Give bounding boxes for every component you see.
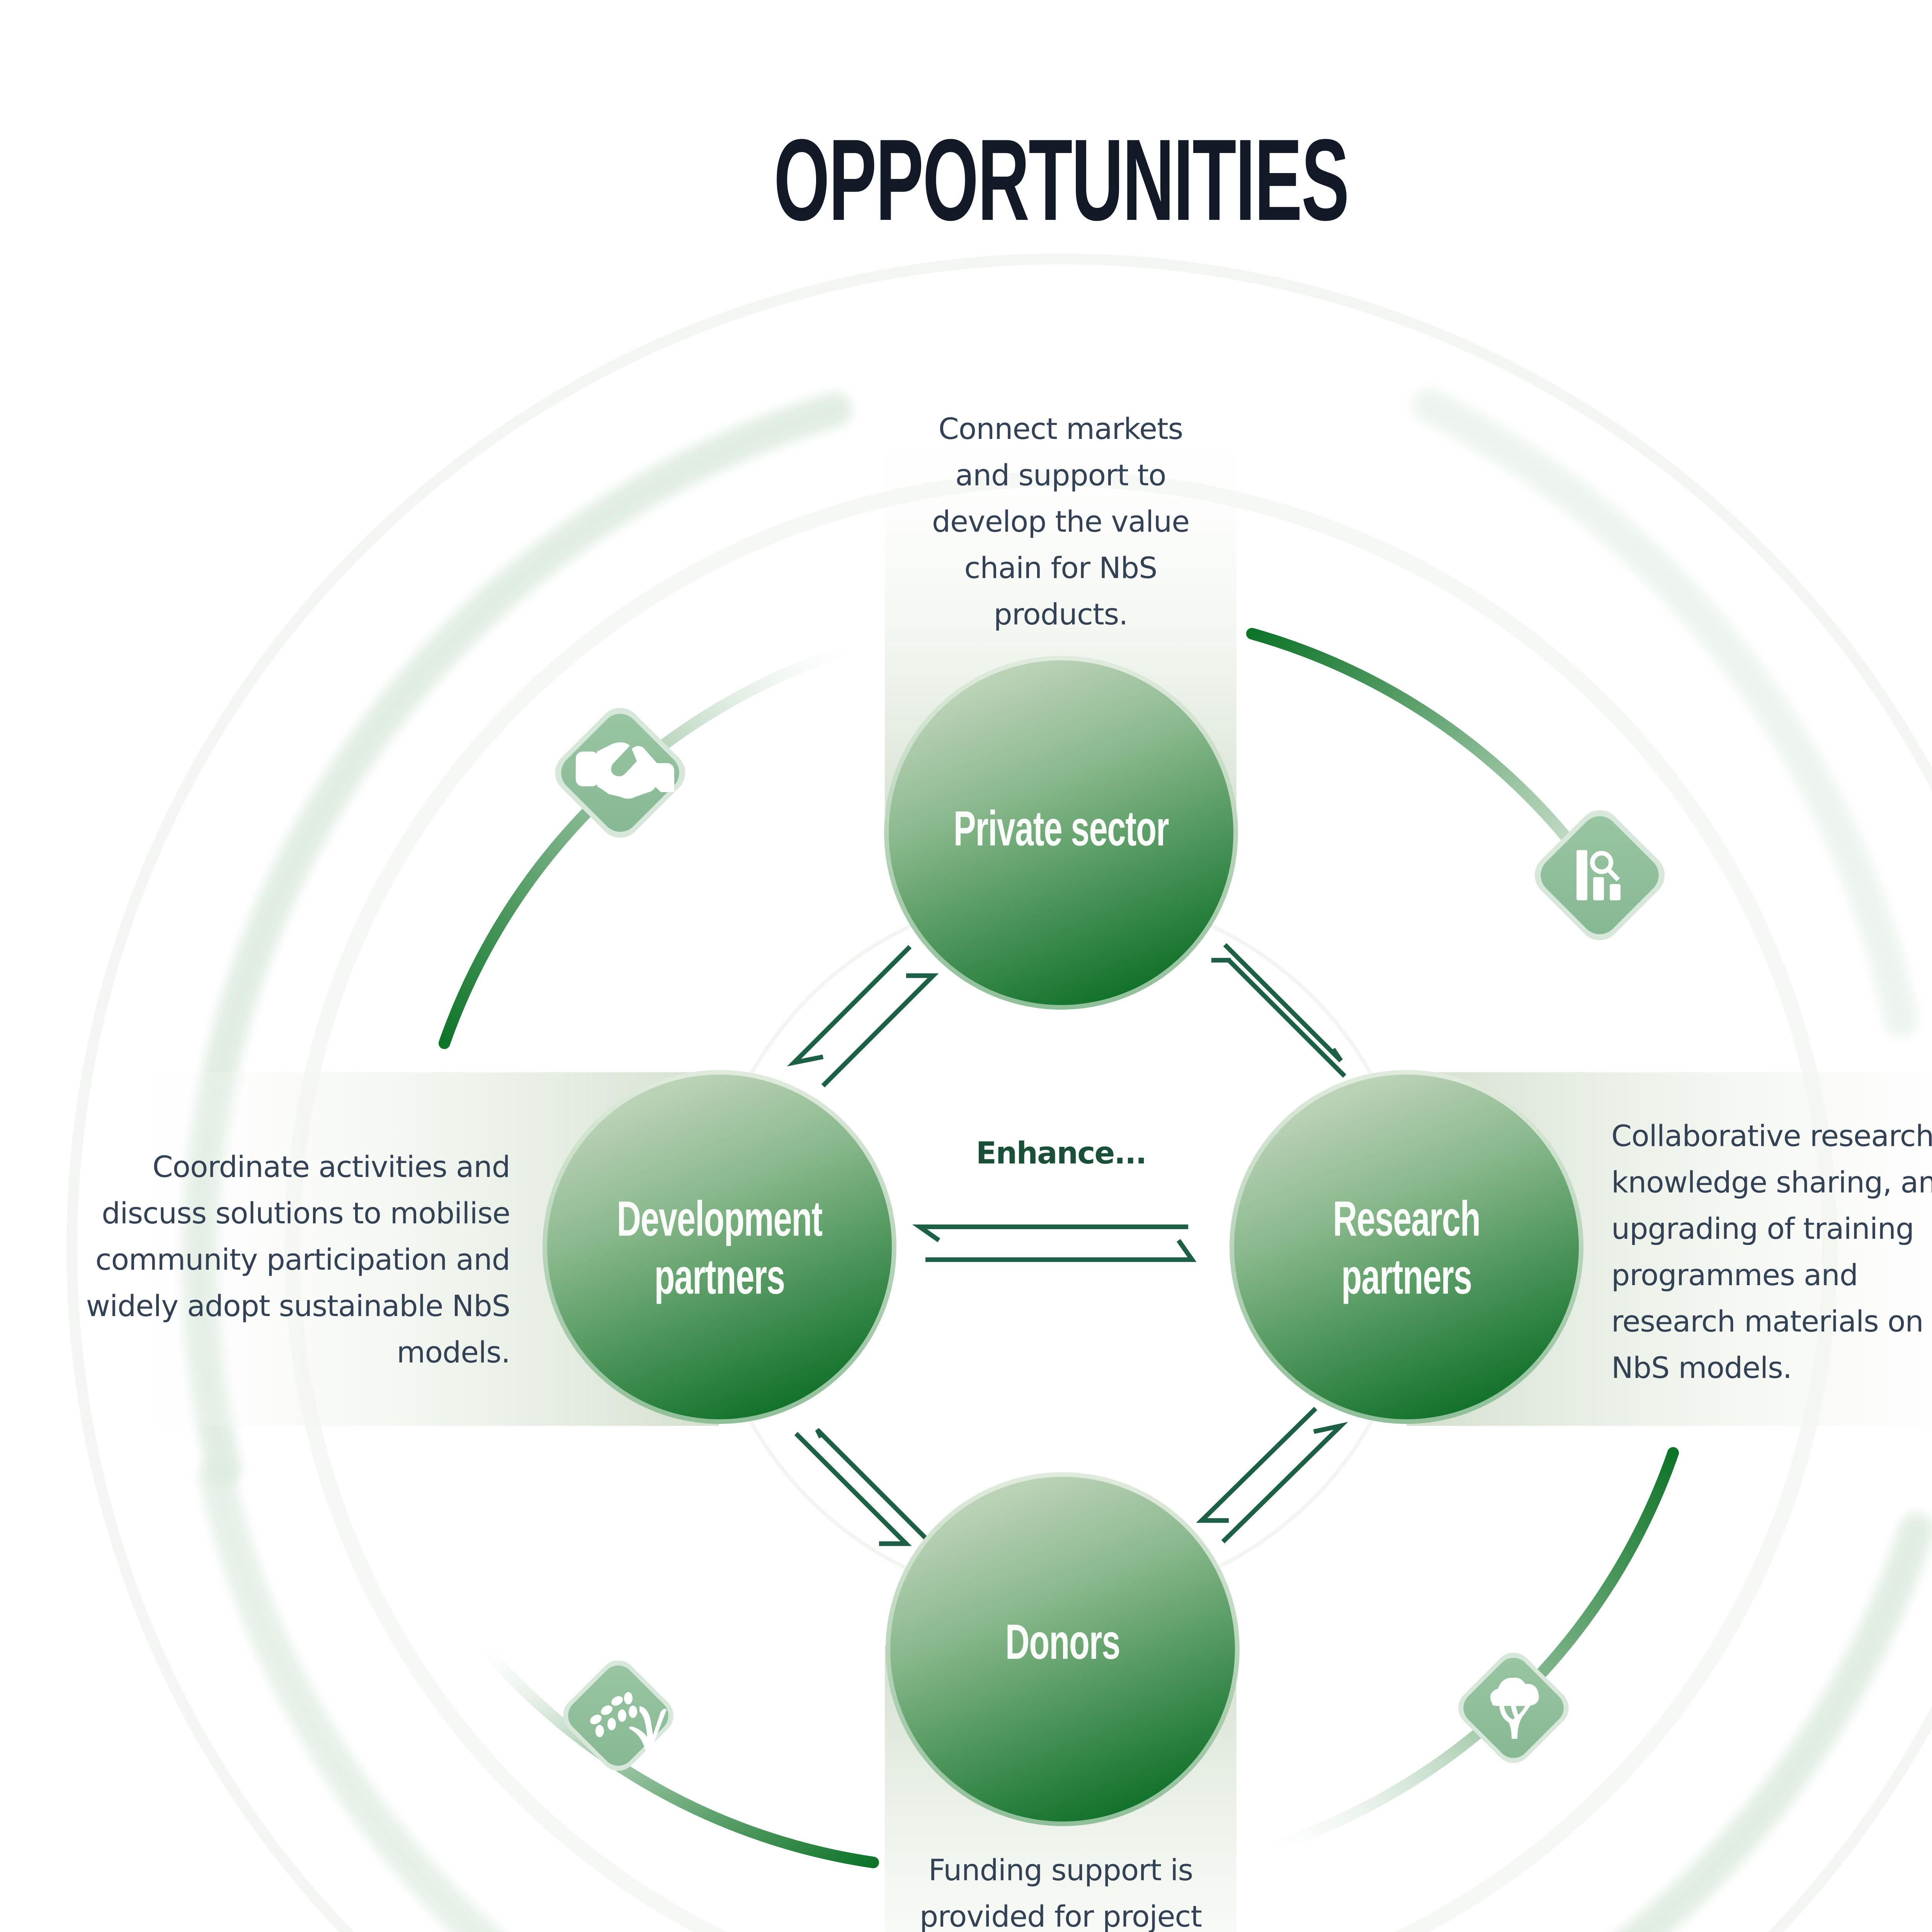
page-title: OPPORTUNITIES	[774, 115, 1349, 245]
diamond-research	[1534, 810, 1665, 940]
description-line: chain for NbS	[964, 551, 1158, 585]
description-line: programmes and	[1611, 1258, 1858, 1292]
outer-faint-ring	[66, 253, 1932, 1932]
description-line: research materials on	[1611, 1304, 1924, 1338]
development-partners-line-1: Development	[617, 1191, 823, 1247]
tree-icon	[1490, 1677, 1539, 1739]
diamond-handshake	[555, 707, 685, 838]
description-line: discuss solutions to mobilise	[102, 1196, 510, 1230]
arrow-private-to-research	[1223, 943, 1343, 1063]
research-partners-label: Research partners	[1288, 1190, 1525, 1306]
connection-arrows	[787, 943, 1348, 1546]
arrow-dev-to-research	[925, 1239, 1197, 1262]
arrow-private-to-dev	[787, 945, 912, 1066]
rice-grain-icon	[590, 1692, 667, 1750]
blurred-arc-bottom-left	[199, 1459, 502, 1932]
development-partners-description: Coordinate activities and discuss soluti…	[62, 1144, 510, 1376]
research-partners-line-2: partners	[1341, 1249, 1472, 1304]
arrow-research-to-dev	[912, 1225, 1188, 1242]
handshake-icon	[576, 742, 674, 799]
donors-description: Funding support is provided for project …	[885, 1847, 1236, 1932]
description-line: provided for project	[919, 1899, 1202, 1932]
development-partners-line-2: partners	[654, 1249, 785, 1304]
description-line: Connect markets	[938, 412, 1184, 446]
arrow-donors-to-research	[1221, 1422, 1348, 1544]
description-line: Funding support is	[928, 1853, 1193, 1887]
description-line: develop the value	[932, 504, 1190, 539]
icon-diamonds	[555, 707, 1665, 1771]
description-line: products.	[993, 597, 1128, 631]
stakeholder-nodes	[543, 656, 1583, 1826]
arrow-research-to-private	[1211, 958, 1347, 1078]
arrow-dev-to-private	[821, 973, 939, 1088]
arrow-dev-to-donors	[794, 1432, 912, 1546]
private-sector-label-text: Private sector	[953, 801, 1169, 856]
description-line: knowledge sharing, and	[1611, 1165, 1932, 1199]
description-line: community participation and	[95, 1242, 510, 1277]
arrow-donors-to-dev	[815, 1428, 929, 1542]
private-sector-description: Connect markets and support to develop t…	[885, 406, 1236, 638]
description-line: upgrading of training	[1611, 1211, 1914, 1246]
research-chart-icon	[1577, 850, 1621, 900]
description-line: NbS models.	[1611, 1350, 1792, 1385]
node-private-sector[interactable]	[884, 656, 1238, 1010]
description-line: models.	[396, 1335, 510, 1369]
arc-bottom-left	[477, 1640, 879, 1868]
description-line: Coordinate activities and	[152, 1150, 510, 1184]
description-line: widely adopt sustainable NbS	[86, 1289, 510, 1323]
node-development-partners[interactable]	[543, 1070, 896, 1424]
development-partners-label: Development partners	[601, 1190, 838, 1306]
description-line: Collaborative research,	[1611, 1119, 1932, 1153]
donors-label: Donors	[944, 1613, 1181, 1671]
description-line: and support to	[955, 458, 1166, 492]
research-partners-line-1: Research	[1333, 1191, 1480, 1247]
blurred-arc-top-right	[1412, 388, 1918, 1037]
arrow-research-to-donors	[1196, 1406, 1318, 1523]
blurred-arc-bottom-right	[1617, 1513, 1932, 1932]
node-donors[interactable]	[886, 1472, 1240, 1826]
research-partners-description: Collaborative research, knowledge sharin…	[1611, 1113, 1932, 1391]
enhance-label: Enhance...	[976, 1136, 1147, 1171]
private-sector-label: Private sector	[943, 800, 1179, 858]
donors-label-text: Donors	[1005, 1614, 1121, 1670]
node-research-partners[interactable]	[1230, 1070, 1583, 1424]
